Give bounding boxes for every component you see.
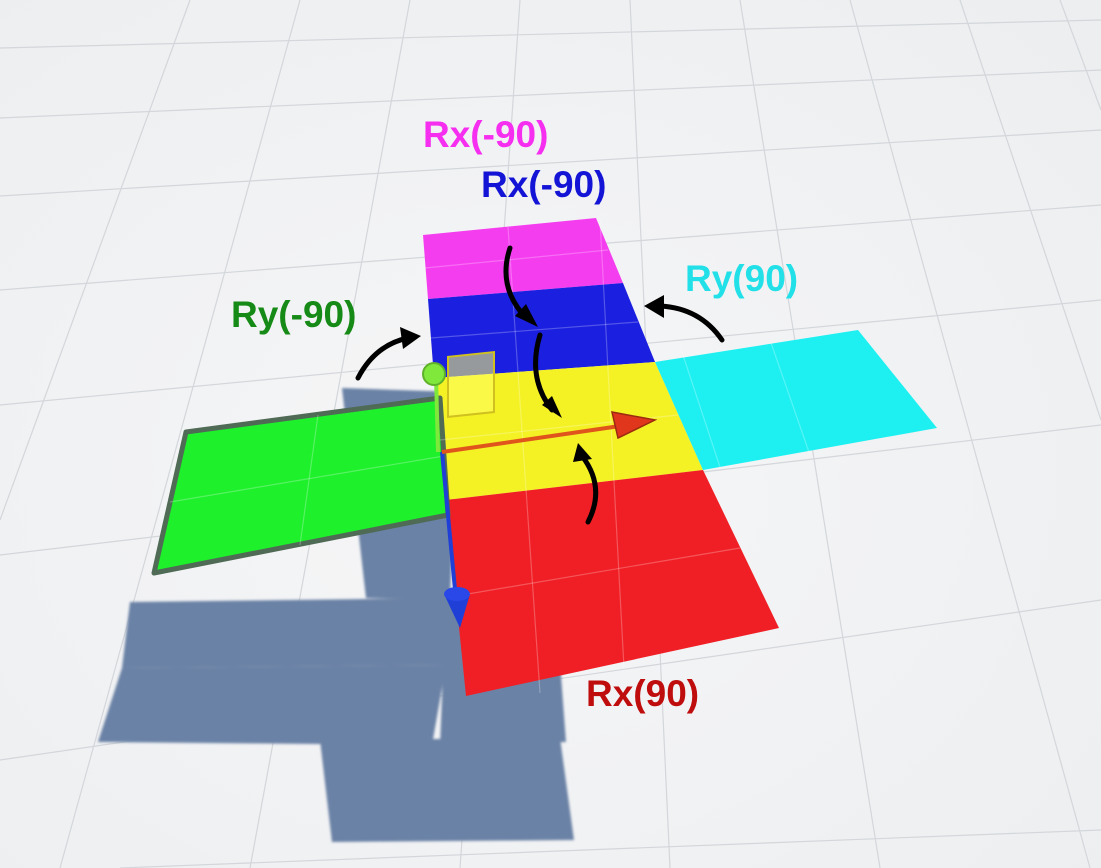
gizmo-y-handle[interactable] [422,362,446,386]
cyan-face [655,330,937,470]
gizmo-x-axis [441,424,621,454]
label-red-rotation: Rx(90) [586,673,699,714]
label-magenta-rotation: Rx(-90) [423,114,548,155]
transform-gizmo[interactable] [422,350,658,628]
label-blue-rotation: Rx(-90) [481,164,606,205]
arrow-cyan-to-yellow [657,303,725,343]
yellow-face [434,362,703,500]
label-cyan-rotation: Ry(90) [685,258,798,299]
gizmo-z-cap [444,587,470,601]
rotation-labels: Rx(-90) Rx(-90) Ry(90) Ry(-90) Rx(90) [231,114,798,714]
gizmo-y-axis [434,375,440,453]
gizmo-z-arrow[interactable] [444,594,470,628]
magenta-face [423,218,623,299]
gizmo-plane-handle[interactable] [447,350,495,419]
gizmo-z-axis [440,451,458,601]
red-face [446,470,779,696]
label-green-rotation: Ry(-90) [231,294,356,335]
arrow-red-to-yellow [579,453,599,525]
gizmo-x-arrow[interactable] [611,411,658,440]
rotation-arrows [355,245,725,525]
